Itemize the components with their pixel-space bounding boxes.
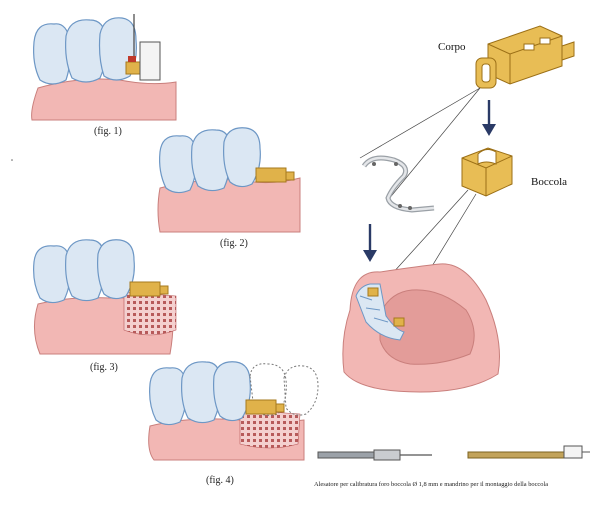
arrow-down-icon-framework <box>363 224 377 262</box>
fig4-attachment <box>245 399 277 415</box>
arrow-down-icon-corpo <box>482 100 496 136</box>
fig3-illustration <box>33 239 177 355</box>
corpo-component <box>475 25 575 89</box>
fig4-tooth-3 <box>213 361 251 422</box>
jaw-model-illustration <box>342 263 500 393</box>
fig2-tooth-3 <box>223 127 261 188</box>
mandrel-tool <box>467 445 590 459</box>
fig4-caption: (fig. 4) <box>206 475 234 486</box>
boccola-label: Boccola <box>531 176 567 188</box>
fig3-tooth-3 <box>97 239 135 300</box>
fig1-parallelometer <box>139 41 161 81</box>
fig4-ghost-tooth-2 <box>283 365 319 416</box>
fig3-caption: (fig. 3) <box>90 362 118 373</box>
fig1-tooth-1 <box>33 23 72 85</box>
fig2-illustration <box>157 127 301 233</box>
fig4-ghost-tooth-1 <box>249 363 287 416</box>
fig2-caption: (fig. 2) <box>220 238 248 249</box>
fig4-denture-area <box>239 409 301 449</box>
fig1-caption: (fig. 1) <box>94 126 122 137</box>
fig3-tooth-1 <box>33 245 71 304</box>
tools-footnote: Alesatore per calibratura foro boccola Ø… <box>314 481 548 488</box>
boccola-component <box>461 147 513 197</box>
stray-mark <box>11 159 13 161</box>
fig1-attachment <box>125 61 141 75</box>
fig2-attachment <box>255 167 287 183</box>
corpo-label: Corpo <box>438 41 466 53</box>
fig2-tooth-1 <box>159 135 197 194</box>
framework-illustration <box>361 155 435 213</box>
fig1-gum <box>31 78 177 121</box>
fig3-denture-area <box>123 291 177 336</box>
reamer-tool <box>317 449 432 461</box>
fig4-illustration <box>148 361 319 461</box>
fig1-illustration <box>31 14 177 121</box>
fig3-attachment <box>129 281 161 297</box>
fig4-tooth-1 <box>149 367 187 426</box>
